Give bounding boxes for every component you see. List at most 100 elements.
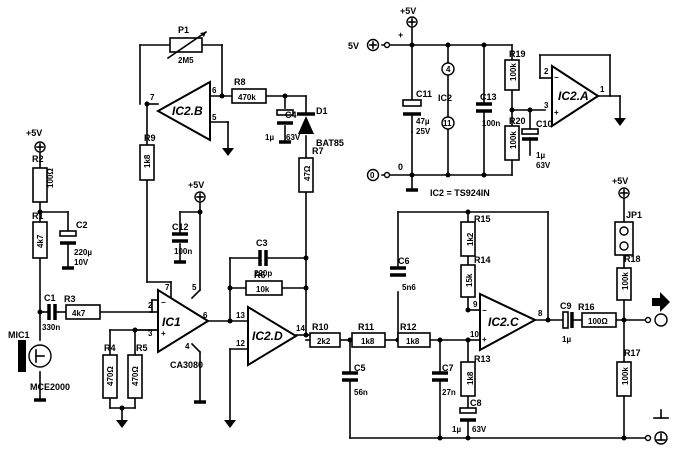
svg-text:7: 7 (150, 93, 155, 102)
svg-text:IC2 = TS924IN: IC2 = TS924IN (430, 188, 490, 198)
svg-text:R14: R14 (474, 255, 491, 265)
svg-text:10k: 10k (256, 285, 270, 294)
resistor-r15: R15 1k2 (460, 214, 491, 257)
svg-text:+: + (161, 329, 166, 338)
resistor-r17: R17 100k (616, 348, 641, 397)
svg-text:0: 0 (398, 162, 403, 172)
svg-text:5n6: 5n6 (402, 283, 416, 292)
svg-text:C13: C13 (480, 92, 497, 102)
svg-text:470Ω: 470Ω (131, 366, 140, 386)
capacitor-c1: C1 330n (42, 293, 60, 332)
resistor-r7: R7 47Ω (298, 146, 324, 193)
svg-text:2: 2 (544, 67, 549, 76)
svg-text:5: 5 (192, 283, 197, 292)
opamp-ic2d: IC2.D 13 12 14 (236, 305, 305, 367)
ground-symbols (34, 118, 626, 428)
svg-text:47µ: 47µ (416, 117, 430, 126)
svg-text:C6: C6 (398, 256, 410, 266)
svg-text:9: 9 (473, 300, 478, 309)
svg-text:4k7: 4k7 (72, 309, 86, 318)
svg-text:10V: 10V (74, 258, 89, 267)
svg-text:8: 8 (538, 309, 543, 318)
svg-text:+5V: +5V (26, 128, 42, 138)
svg-text:2: 2 (148, 301, 153, 310)
svg-text:R18: R18 (624, 254, 641, 264)
junctions (37, 42, 627, 441)
resistor-r8: R8 470k (231, 77, 267, 104)
svg-text:3: 3 (148, 329, 153, 338)
svg-text:100k: 100k (509, 63, 518, 81)
svg-text:R17: R17 (624, 348, 641, 358)
resistor-r4: R4 470Ω (102, 343, 118, 399)
capacitor-c11: C11 47µ 25V (402, 89, 432, 136)
capacitor-c4: C4 1µ 63V (265, 109, 301, 142)
svg-text:220µ: 220µ (74, 248, 92, 257)
svg-text:R15: R15 (474, 214, 491, 224)
capacitor-c3: C3 220p (254, 238, 272, 278)
svg-text:C5: C5 (354, 363, 366, 373)
supply-terminal-jp1: +5V (612, 176, 630, 199)
svg-text:C2: C2 (76, 220, 88, 230)
capacitor-c2: C2 220µ 10V (59, 220, 92, 267)
svg-text:100k: 100k (621, 367, 630, 385)
svg-text:−: − (161, 298, 166, 307)
svg-text:C10: C10 (536, 119, 553, 129)
resistor-r6: R6 10k (245, 270, 283, 296)
svg-text:C11: C11 (416, 89, 432, 99)
resistor-r9: R9 1k8 (139, 133, 156, 181)
svg-text:MIC1: MIC1 (8, 330, 30, 340)
svg-text:4: 4 (446, 65, 451, 74)
svg-text:1µ: 1µ (536, 151, 545, 160)
supply-terminal-top: +5V (400, 6, 418, 28)
resistor-r14: R14 15k (460, 255, 491, 298)
supply-input-5v: 5V + (348, 30, 403, 52)
svg-text:D1: D1 (316, 106, 328, 116)
supply-terminal-ic1: +5V (188, 180, 206, 203)
opamp-ic1: IC1 − + 2 3 7 5 6 4 CA3080 (148, 283, 210, 370)
svg-text:+5V: +5V (612, 176, 628, 186)
svg-text:1µ: 1µ (265, 133, 274, 142)
svg-text:10: 10 (470, 330, 479, 339)
capacitor-c9: C9 1µ (560, 301, 574, 344)
svg-text:1: 1 (600, 85, 605, 94)
svg-text:R5: R5 (136, 343, 148, 353)
svg-text:330n: 330n (42, 323, 60, 332)
svg-text:MCE2000: MCE2000 (30, 382, 70, 392)
svg-text:IC2.A: IC2.A (558, 89, 589, 103)
svg-text:P1: P1 (178, 25, 189, 35)
resistor-r3: R3 4k7 (64, 294, 101, 320)
resistor-r10: R10 2k2 (309, 322, 341, 348)
svg-text:R11: R11 (358, 322, 374, 332)
resistor-r2: R2 100Ω (32, 154, 55, 203)
svg-text:1k2: 1k2 (466, 232, 475, 246)
svg-text:C3: C3 (256, 238, 268, 248)
svg-text:+5V: +5V (400, 6, 416, 16)
microphone-mic1: MIC1 MCE2000 (8, 330, 70, 392)
svg-text:56n: 56n (354, 388, 368, 397)
svg-text:R6: R6 (254, 270, 266, 280)
svg-text:CA3080: CA3080 (170, 360, 203, 370)
svg-text:2k2: 2k2 (317, 337, 331, 346)
opamp-ic2c: IC2.C − + 9 10 8 (470, 292, 543, 352)
svg-text:100Ω: 100Ω (588, 317, 608, 326)
svg-text:R4: R4 (104, 343, 116, 353)
svg-text:6: 6 (203, 311, 208, 320)
svg-text:100n: 100n (482, 119, 500, 128)
svg-text:R1: R1 (32, 211, 44, 221)
svg-text:−: − (554, 73, 559, 82)
resistor-r13: R13 1k8 (460, 354, 491, 397)
svg-text:15k: 15k (465, 273, 474, 287)
capacitor-c8: C8 1µ 63V (452, 398, 487, 434)
potentiometer-p1: P1 2M5 (166, 25, 208, 65)
resistor-r18: R18 100k (616, 254, 641, 301)
svg-text:IC1: IC1 (162, 315, 181, 329)
svg-text:2M5: 2M5 (178, 56, 194, 65)
opamp-ic2a: IC2.A − + 2 3 1 (544, 64, 605, 128)
svg-text:IC2.D: IC2.D (252, 329, 283, 343)
svg-text:4k7: 4k7 (36, 234, 45, 248)
capacitor-c12: C12 100n (172, 222, 192, 256)
svg-text:R9: R9 (144, 133, 156, 143)
supply-terminal-mic: +5V (26, 128, 46, 153)
ic2-supply-pins: 4 IC2 11 IC2 = TS924IN (430, 62, 490, 198)
